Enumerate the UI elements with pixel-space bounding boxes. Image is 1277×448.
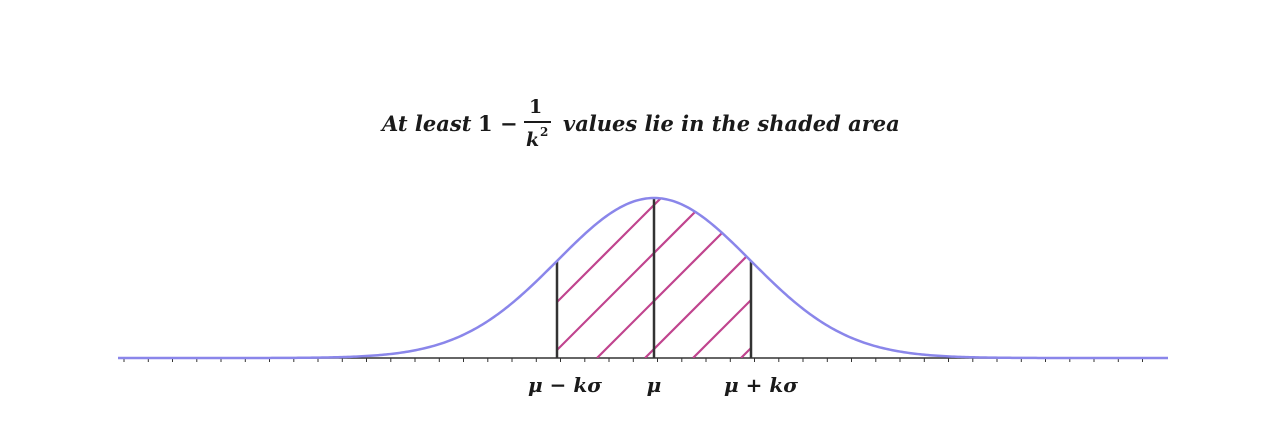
diagram-title: At least 1 − 1 k 2 values lie in the sha… <box>380 96 900 151</box>
title-suffix: values lie in the shaded area <box>563 111 900 136</box>
label-upper-bound: μ + kσ <box>724 373 798 397</box>
shaded-region-hatching <box>557 158 989 358</box>
title-one: 1 <box>478 111 493 136</box>
hatch-line <box>557 198 702 358</box>
label-mean: μ <box>647 373 662 397</box>
hatch-line <box>644 198 751 358</box>
title-fraction: 1 k 2 <box>524 96 551 151</box>
hatch-line <box>740 198 751 358</box>
fraction-denominator-base: k <box>526 129 539 151</box>
hatch-line <box>692 198 751 358</box>
normal-curve <box>118 196 1168 360</box>
hatch-line <box>557 198 606 358</box>
hatch-line <box>557 198 750 358</box>
hatch-line <box>789 158 989 358</box>
title-prefix: At least <box>380 111 472 136</box>
hatch-line <box>596 198 751 358</box>
title-minus: − <box>500 111 518 136</box>
label-lower-bound: μ − kσ <box>528 373 602 397</box>
hatch-line <box>557 198 654 358</box>
fraction-denominator-exponent: 2 <box>540 125 548 139</box>
fraction-numerator: 1 <box>529 96 542 118</box>
hatch-line <box>557 198 558 358</box>
